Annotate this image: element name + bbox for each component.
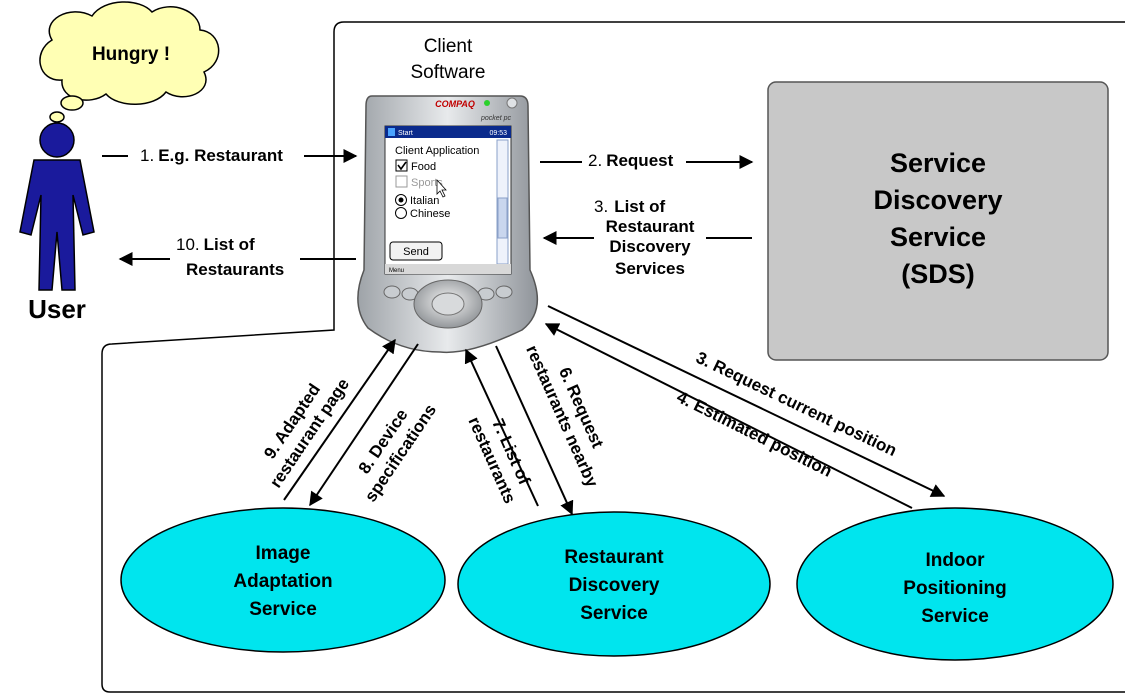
send-button-label: Send [403, 246, 429, 258]
svg-text:Service: Service [921, 606, 989, 627]
sds-box [767, 81, 1109, 361]
pda-device: COMPAQ pocket pc Start 09:53 Client Appl… [357, 95, 539, 354]
pda-start-label: Start [398, 130, 413, 137]
arrow-7 [464, 348, 539, 507]
arrow-3-label-line2: Restaurant [606, 217, 695, 236]
svg-text:Positioning: Positioning [903, 578, 1006, 599]
radio-selected-dot [398, 197, 404, 203]
navigation-pad-center [431, 292, 465, 316]
arrow-3b-label: 3. Request current position [693, 348, 900, 460]
arrow-6 [495, 345, 574, 516]
arrow-3-label-line1: 3.List of [594, 197, 666, 216]
svg-text:Service: Service [580, 603, 648, 624]
food-label: Food [411, 161, 436, 173]
sds-line3: Service [890, 222, 986, 252]
svg-text:Discovery: Discovery [569, 575, 660, 596]
camera-icon [506, 97, 518, 109]
chinese-radio[interactable] [395, 207, 407, 219]
svg-text:Service: Service [249, 599, 317, 620]
pda-start-bar [385, 126, 511, 138]
pda-app-title: Client Application [395, 145, 479, 157]
arrow-10-label-line1: 10.List of [176, 235, 255, 254]
food-checkbox[interactable] [395, 159, 408, 172]
svg-text:Image: Image [256, 543, 311, 564]
power-led [484, 100, 490, 106]
thought-cloud: Hungry ! [39, 1, 220, 123]
arrow-1-label: 1.E.g. Restaurant [140, 146, 283, 165]
sports-checkbox[interactable] [395, 175, 408, 188]
pda-menu-bar [385, 264, 511, 274]
arrow-9 [283, 338, 396, 501]
sds-line2: Discovery [873, 185, 1002, 215]
client-title-line2: Software [411, 62, 486, 83]
cursor-icon [436, 178, 447, 198]
send-button[interactable] [389, 241, 443, 261]
indoor-positioning-service: Indoor Positioning Service [796, 507, 1114, 661]
italian-label: Italian [410, 195, 439, 207]
image-adaptation-service: Image Adaptation Service [120, 507, 446, 653]
arrow-4 [544, 323, 913, 509]
arrow-3-label-line4: Services [615, 259, 685, 278]
restaurant-discovery-service: Restaurant Discovery Service [457, 511, 771, 657]
svg-text:Indoor: Indoor [925, 550, 985, 571]
hw-button-1[interactable] [383, 285, 401, 299]
thought-text: Hungry ! [92, 44, 170, 65]
pda-clock: 09:53 [489, 130, 507, 137]
sds-line1: Service [890, 148, 986, 178]
arrow-10-label-line2: Restaurants [186, 260, 284, 279]
windows-flag-icon [388, 128, 395, 136]
sds-line4: (SDS) [901, 259, 975, 289]
sports-label: Sports [411, 177, 443, 189]
user-figure [19, 122, 95, 291]
hw-button-4[interactable] [495, 285, 513, 299]
arrow-2-label: 2.Request [588, 151, 674, 170]
pda-brand: COMPAQ [435, 99, 475, 109]
check-icon [397, 161, 407, 171]
svg-text:Adaptation: Adaptation [233, 571, 332, 592]
client-title-line1: Client [424, 36, 473, 57]
pda-model: pocket pc [480, 115, 511, 122]
arrow-3-label-line3: Discovery [609, 237, 691, 256]
pda-scroll-thumb[interactable] [497, 197, 508, 239]
chinese-label: Chinese [410, 208, 450, 220]
arrow-3b [547, 305, 946, 497]
svg-text:Restaurant: Restaurant [564, 547, 664, 568]
pda-menu-label: Menu [389, 268, 404, 274]
arrow-8 [309, 343, 419, 507]
system-boundary [101, 21, 1125, 693]
user-label: User [28, 294, 86, 324]
